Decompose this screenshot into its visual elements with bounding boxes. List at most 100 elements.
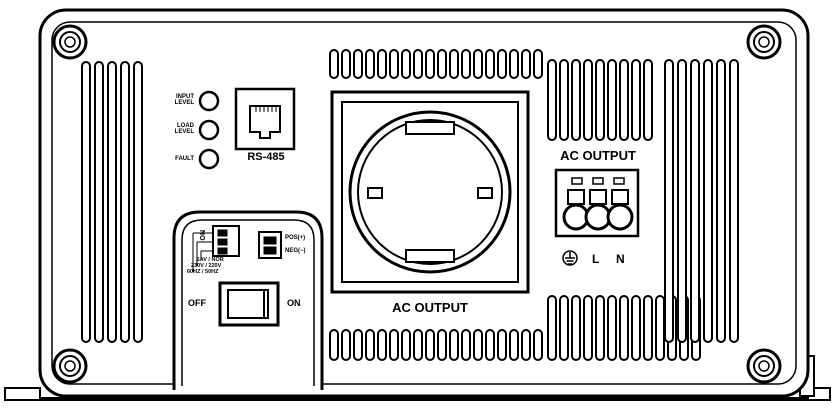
vent-slot [497, 329, 507, 361]
vent-slot [329, 329, 339, 361]
ac-output-socket[interactable] [330, 90, 530, 294]
vent-slot [353, 49, 363, 79]
vent-slot [341, 49, 351, 79]
vent-slot [521, 49, 531, 79]
vent-slot [559, 59, 569, 141]
vent-slot [533, 329, 543, 361]
vent-slot [341, 329, 351, 361]
load-level-line2: LEVEL [174, 129, 194, 135]
vent-slot [329, 49, 339, 79]
vent-slot [413, 49, 423, 79]
vent-slot [365, 49, 375, 79]
vent-slot [425, 329, 435, 361]
vent-slot [571, 59, 581, 141]
dip-row2-label: 230V / 220V [191, 263, 222, 269]
vent-slot [607, 295, 617, 361]
fault-led [198, 148, 220, 170]
vent-slot [703, 59, 713, 343]
vent-slot [389, 329, 399, 361]
ground-icon [562, 250, 578, 266]
vent-slot [461, 49, 471, 79]
vent-slot [547, 59, 557, 141]
input-level-line2: LEVEL [174, 100, 194, 106]
vent-slot [607, 59, 617, 141]
power-rocker-switch[interactable] [218, 281, 280, 327]
on-label: ON [287, 298, 301, 308]
vent-slot [521, 329, 531, 361]
vent-slot [716, 59, 726, 343]
load-level-line1: LOAD [177, 123, 194, 129]
vent-slot [631, 59, 641, 141]
vent-slot [643, 295, 653, 361]
vent-slot [571, 295, 581, 361]
vent-slot [389, 49, 399, 79]
vent-slot [690, 59, 700, 343]
fault-label: FAULT [175, 156, 194, 162]
off-label: OFF [188, 298, 206, 308]
input-level-led [198, 90, 220, 112]
dip-on-label: ON [200, 230, 207, 241]
dip-leader-lines [192, 232, 213, 272]
vent-slot [365, 329, 375, 361]
vent-slot [377, 49, 387, 79]
vent-slot [107, 61, 117, 343]
rs485-port[interactable] [234, 87, 296, 151]
vent-slot [94, 61, 104, 343]
vent-slot [473, 329, 483, 361]
vent-slot [655, 295, 665, 361]
ac-output-terminal[interactable] [554, 168, 640, 238]
dip-row1-label: SAV / NOR [196, 257, 224, 263]
vent-slot [729, 59, 739, 343]
vent-slot [547, 295, 557, 361]
vent-slot [509, 329, 519, 361]
vent-slot [583, 59, 593, 141]
vent-slot [631, 295, 641, 361]
rs485-label: RS-485 [247, 151, 285, 163]
corner-screws [52, 24, 782, 384]
vent-slot [81, 61, 91, 343]
vent-slot [120, 61, 130, 343]
vent-slot [377, 329, 387, 361]
vent-slot [473, 49, 483, 79]
vent-slot [353, 329, 363, 361]
neg-label: NEG(−) [285, 248, 306, 254]
terminal-l-label: L [592, 252, 600, 266]
vent-slot [437, 49, 447, 79]
vent-slot [583, 295, 593, 361]
vent-slot [619, 295, 629, 361]
input-level-line1: INPUT [176, 94, 194, 100]
vent-slot [437, 329, 447, 361]
ac-output-socket-label: AC OUTPUT [392, 300, 468, 315]
vent-slot [485, 49, 495, 79]
ac-output-terminal-label: AC OUTPUT [560, 148, 636, 163]
vent-slot [449, 329, 459, 361]
vent-slot [413, 329, 423, 361]
input-level-label: INPUT LEVEL [160, 94, 194, 106]
vent-slot [485, 329, 495, 361]
vent-slot [533, 49, 543, 79]
dip-row3-label: 60HZ / 50HZ [187, 269, 219, 275]
indicator-leds [198, 90, 220, 170]
vent-slot [133, 61, 143, 343]
vent-slot [677, 59, 687, 343]
vent-slot [509, 49, 519, 79]
load-level-label: LOAD LEVEL [160, 123, 194, 135]
pos-label: POS(+) [285, 235, 306, 241]
battery-terminal[interactable] [258, 231, 282, 259]
terminal-n-label: N [616, 252, 625, 266]
vent-slot [559, 295, 569, 361]
load-level-led [198, 119, 220, 141]
vent-slot [449, 49, 459, 79]
vent-slot [425, 49, 435, 79]
vent-slot [595, 295, 605, 361]
vent-slot [664, 59, 674, 343]
vent-slot [619, 59, 629, 141]
vent-slot [461, 329, 471, 361]
dip-switch[interactable] [212, 225, 240, 257]
vent-slot [401, 329, 411, 361]
vent-slot [643, 59, 653, 141]
vent-slot [497, 49, 507, 79]
vent-slot [595, 59, 605, 141]
vent-slot [401, 49, 411, 79]
